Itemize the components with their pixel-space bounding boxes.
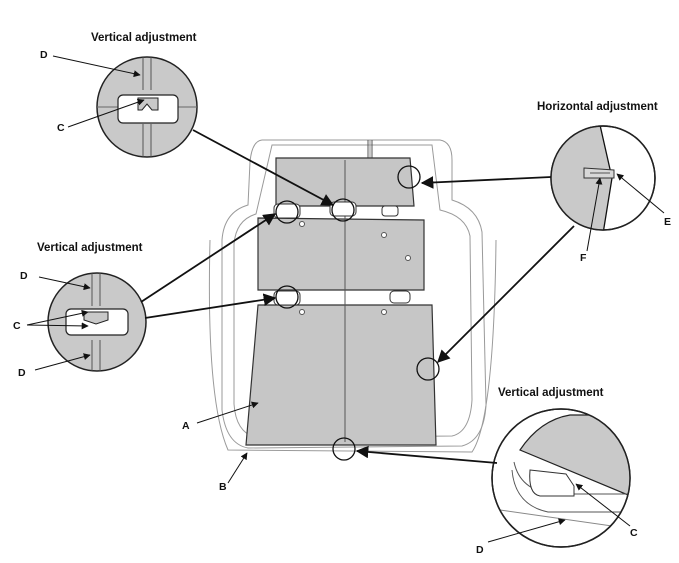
callout-ring-top-left (275, 200, 299, 224)
label-d-top: D (40, 49, 48, 61)
callout-ring-side-right (416, 357, 440, 381)
label-f: F (580, 252, 587, 264)
label-c-top: C (57, 122, 65, 134)
label-d-mid-top: D (20, 270, 28, 282)
label-a: A (182, 420, 190, 432)
detail-horizontal-right (550, 125, 656, 231)
leader-lines (26, 55, 665, 543)
detail-vertical-bottom-right (491, 408, 631, 548)
label-c-mid: C (13, 320, 21, 332)
label-c-bottom: C (630, 527, 638, 539)
seat-cushion-frame (208, 139, 497, 453)
callout-ring-top-right (397, 165, 421, 189)
detail-vertical-mid-left (47, 272, 147, 372)
label-d-mid-bottom: D (18, 367, 26, 379)
label-d-bottom: D (476, 544, 484, 556)
callout-ring-top-center (331, 198, 355, 222)
label-e: E (664, 216, 671, 228)
heater-pad-a (245, 157, 437, 446)
title-vertical-bottom-right: Vertical adjustment (498, 387, 604, 399)
title-horizontal-right: Horizontal adjustment (537, 101, 658, 113)
callout-ring-front (332, 437, 356, 461)
title-vertical-mid-left: Vertical adjustment (37, 242, 143, 254)
label-b: B (219, 481, 227, 493)
detail-vertical-top-left (96, 56, 198, 158)
connector-arrows (140, 129, 575, 464)
title-vertical-top-left: Vertical adjustment (91, 32, 197, 44)
